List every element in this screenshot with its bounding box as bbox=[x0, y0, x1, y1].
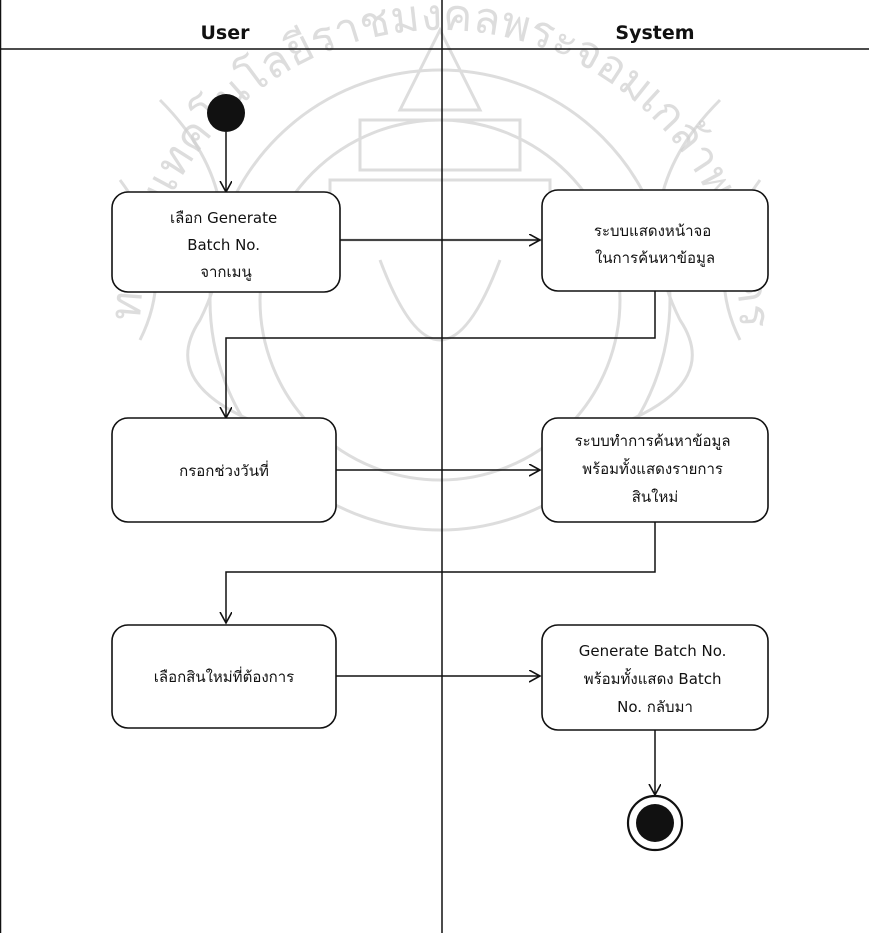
lane-title-system: System bbox=[615, 22, 694, 44]
node-line: พร้อมทั้งแสดงรายการ bbox=[582, 458, 723, 478]
edge-search-result-to-select-items bbox=[226, 522, 656, 623]
node-line: เลือกสินใหม่ที่ต้องการ bbox=[154, 666, 294, 686]
edge-show-search-to-enter-dates bbox=[226, 291, 656, 418]
node-line: ในการค้นหาข้อมูล bbox=[595, 249, 715, 267]
node-line: ระบบแสดงหน้าจอ bbox=[594, 222, 711, 240]
node-line: ระบบทำการค้นหาข้อมูล bbox=[575, 432, 731, 450]
svg-text:ระบบทำการค้นหาข้อมูล พร้: ระบบทำการค้นหาข้อมูล พร้อมทั้งแสดงรายการ… bbox=[575, 432, 736, 506]
svg-text:กรอกช่วงวันที่: กรอกช่วงวันที่ bbox=[179, 460, 269, 480]
action-generate-batch-no: Generate Batch No. พร้อมทั้งแสดง Batch N… bbox=[541, 624, 769, 731]
node-line: สินใหม่ bbox=[632, 488, 679, 506]
node-line: พร้อมทั้งแสดง Batch bbox=[584, 668, 722, 688]
lane-title-user: User bbox=[201, 22, 251, 44]
node-line: No. กลับมา bbox=[617, 698, 693, 716]
flow-edges bbox=[226, 132, 655, 795]
node-line: Batch No. bbox=[187, 236, 260, 254]
action-search-and-list-items: ระบบทำการค้นหาข้อมูล พร้อมทั้งแสดงรายการ… bbox=[541, 417, 769, 523]
node-line: Generate Batch No. bbox=[579, 642, 727, 660]
action-select-new-items: เลือกสินใหม่ที่ต้องการ bbox=[111, 624, 337, 729]
start-node bbox=[207, 94, 245, 132]
svg-text:เลือก Generate Batch No.: เลือก Generate Batch No. จากเมนู bbox=[170, 209, 282, 281]
action-enter-date-range: กรอกช่วงวันที่ bbox=[111, 417, 337, 523]
action-show-search-screen: ระบบแสดงหน้าจอ ในการค้นหาข้อมูล bbox=[541, 189, 769, 292]
end-node bbox=[626, 794, 684, 852]
node-line: จากเมนู bbox=[200, 263, 252, 281]
svg-text:เลือกสินใหม่ที่ต้องการ: เลือกสินใหม่ที่ต้องการ bbox=[154, 666, 294, 686]
svg-text:ระบบแสดงหน้าจอ ในการค้นห: ระบบแสดงหน้าจอ ในการค้นหาข้อมูล bbox=[594, 222, 716, 267]
svg-text:Generate Batch No. พร้อม: Generate Batch No. พร้อมทั้งแสดง Batch N… bbox=[579, 642, 731, 716]
node-line: กรอกช่วงวันที่ bbox=[179, 460, 269, 480]
node-line: เลือก Generate bbox=[170, 209, 277, 227]
action-select-generate-batch: เลือก Generate Batch No. จากเมนู bbox=[111, 191, 341, 293]
